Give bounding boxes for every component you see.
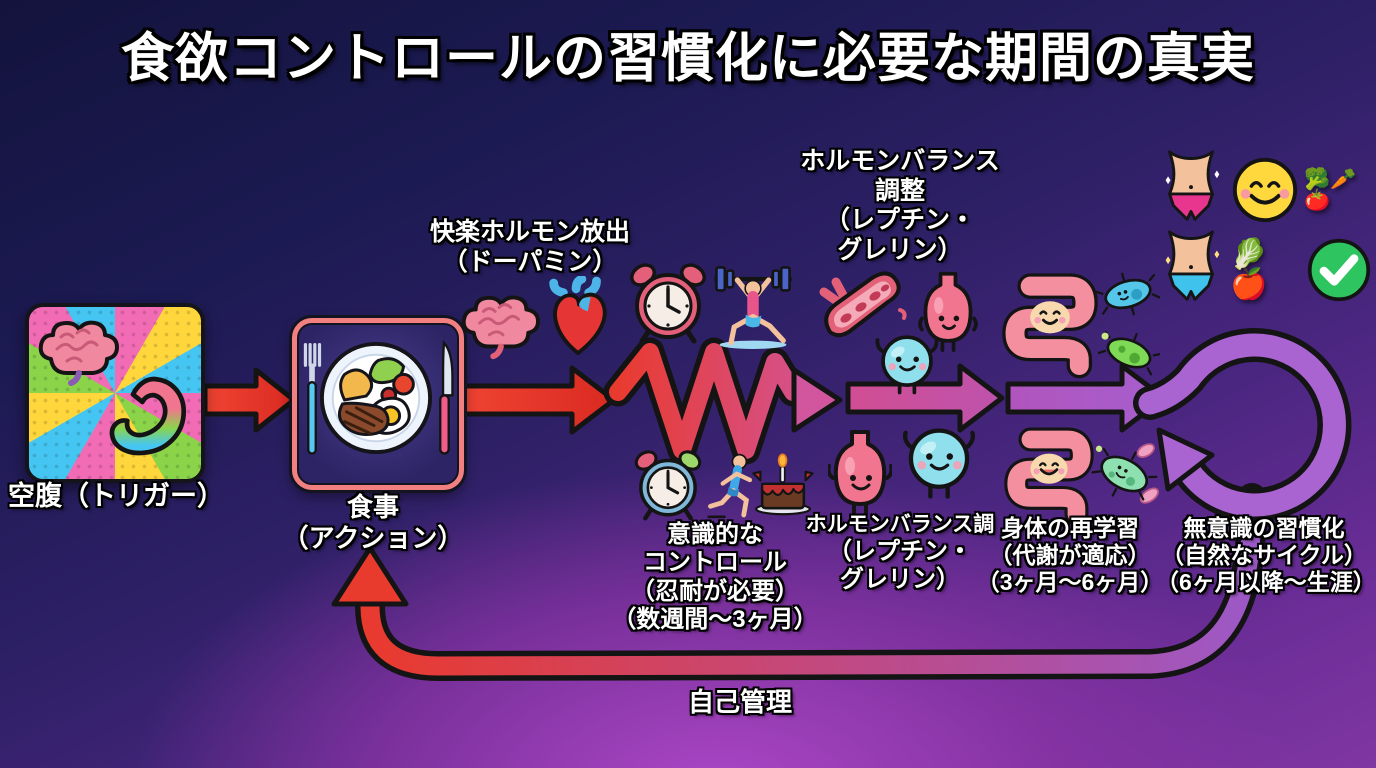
ghrelin-droplet-icon <box>828 428 892 516</box>
arrow-trigger-to-meal <box>202 367 297 433</box>
body-relearning-label: 身体の再学習 （代謝が適応） （3ヶ月〜6ヶ月） <box>976 515 1164 596</box>
brain-icon <box>33 315 125 391</box>
knife-icon <box>432 339 456 461</box>
arrow-wavy-conscious <box>603 337 843 465</box>
heart-icon <box>542 276 614 360</box>
intestine-icon <box>998 264 1102 382</box>
hormone-balance-label: ホルモンバランス調 （レプチン・ グレリン） <box>805 513 995 594</box>
self-management-label: 自己管理 <box>687 687 792 717</box>
result-icons-grid: 🥦🥕🍅 🥬🍎 <box>1156 149 1374 311</box>
arrow-hormone <box>845 363 1005 433</box>
runner-icon <box>704 452 766 522</box>
trigger-icon-box <box>25 303 205 483</box>
hormone-adjust-label: ホルモンバランス 調整 （レプチン・ グレリン） <box>800 147 1000 264</box>
slim-waist-icon <box>1161 229 1221 311</box>
weightlifter-icon <box>706 256 800 350</box>
vegetables-icon: 🥦🥕🍅 <box>1304 168 1357 212</box>
alarm-clock-icon <box>628 260 708 346</box>
arrow-meal-to-dopamine <box>455 365 617 435</box>
leptin-cell-icon <box>872 328 942 398</box>
intestine-icon <box>1000 420 1098 528</box>
dopamine-label: 快楽ホルモン放出 （ドーパミン） <box>429 218 630 276</box>
brain-icon <box>456 290 546 364</box>
ghrelin-droplet-icon <box>918 270 978 352</box>
slim-waist-icon <box>1161 149 1221 231</box>
smiley-icon <box>1230 155 1300 225</box>
bacteria-icon <box>1096 268 1160 320</box>
meal-plate-icon <box>317 339 435 457</box>
habit-loop-arrow <box>1133 328 1352 522</box>
apple-lettuce-icon: 🥬🍎 <box>1230 238 1268 301</box>
blood-vessel-icon <box>816 266 912 350</box>
unconscious-habit-label: 無意識の習慣化 （自然なサイクル） （6ヶ月以降〜生涯） <box>1156 515 1376 596</box>
leptin-cell-icon <box>898 422 980 504</box>
conscious-control-label: 意識的な コントロール （忍耐が必要） （数週間〜3ヶ月） <box>612 521 818 633</box>
cake-icon <box>750 446 816 520</box>
fork-icon <box>300 339 324 461</box>
page-title: 食欲コントロールの習慣化に必要な期間の真実 <box>121 29 1255 88</box>
stomach-icon <box>101 369 195 465</box>
action-label: 食事 （アクション） <box>282 492 464 553</box>
feedback-arrow <box>331 483 1267 682</box>
alarm-clock-icon <box>633 447 703 523</box>
bacteria-icon <box>1098 326 1160 380</box>
trigger-label: 空腹（トリガー） <box>8 481 224 511</box>
checkmark-icon <box>1305 236 1373 304</box>
meal-icon-box <box>292 318 464 490</box>
bacteria-icon <box>1090 438 1162 510</box>
